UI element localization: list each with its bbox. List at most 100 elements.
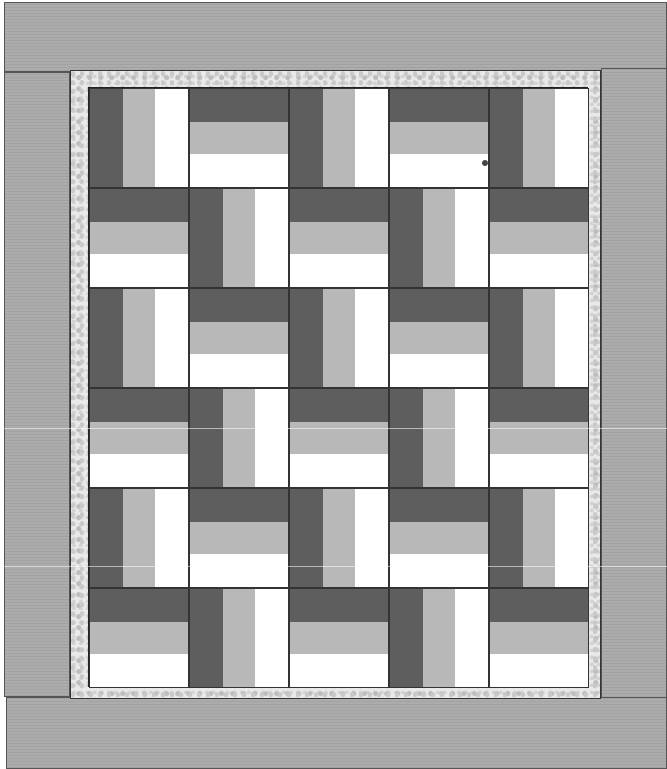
light-stripe <box>390 154 488 187</box>
mid-stripe <box>223 189 256 287</box>
mid-stripe <box>90 422 188 455</box>
quilt-block-horizontal <box>189 488 289 588</box>
mid-stripe <box>190 122 288 155</box>
light-stripe <box>155 489 188 587</box>
image-speck <box>482 160 488 166</box>
dark-stripe <box>490 189 588 222</box>
mid-stripe <box>223 589 256 687</box>
mid-stripe <box>290 222 388 255</box>
mid-stripe <box>123 89 156 187</box>
dark-stripe <box>390 389 423 487</box>
quilt-block-vertical <box>489 88 589 188</box>
mid-stripe <box>123 489 156 587</box>
quilt-block-horizontal <box>489 388 589 488</box>
outer-border-bottom <box>6 697 667 769</box>
light-stripe <box>490 254 588 287</box>
light-stripe <box>490 654 588 687</box>
light-stripe <box>155 89 188 187</box>
scan-line <box>0 428 667 429</box>
dark-stripe <box>190 389 223 487</box>
outer-border-right <box>601 68 667 698</box>
light-stripe <box>155 289 188 387</box>
light-stripe <box>455 589 488 687</box>
mid-stripe <box>123 289 156 387</box>
dark-stripe <box>90 289 123 387</box>
mid-stripe <box>290 422 388 455</box>
mid-stripe <box>223 389 256 487</box>
quilt-block-grid <box>88 87 588 687</box>
quilt-block-vertical <box>89 488 189 588</box>
dark-stripe <box>90 89 123 187</box>
outer-border-top <box>4 2 667 72</box>
light-stripe <box>290 254 388 287</box>
light-stripe <box>355 89 388 187</box>
quilt-block-horizontal <box>489 588 589 688</box>
mid-stripe <box>523 289 556 387</box>
dark-stripe <box>90 489 123 587</box>
dark-stripe <box>390 89 488 122</box>
mid-stripe <box>523 89 556 187</box>
light-stripe <box>390 354 488 387</box>
dark-stripe <box>190 489 288 522</box>
dark-stripe <box>290 389 388 422</box>
scan-line <box>0 566 667 567</box>
mid-stripe <box>390 322 488 355</box>
mid-stripe <box>423 589 456 687</box>
light-stripe <box>255 589 288 687</box>
dark-stripe <box>390 289 488 322</box>
mid-stripe <box>423 389 456 487</box>
mid-stripe <box>323 489 356 587</box>
mid-stripe <box>290 622 388 655</box>
mid-stripe <box>490 622 588 655</box>
dark-stripe <box>390 189 423 287</box>
mid-stripe <box>190 522 288 555</box>
outer-border-left <box>4 72 70 697</box>
light-stripe <box>555 89 588 187</box>
light-stripe <box>90 454 188 487</box>
quilt-block-horizontal <box>189 88 289 188</box>
dark-stripe <box>190 189 223 287</box>
quilt-block-vertical <box>189 388 289 488</box>
mid-stripe <box>523 489 556 587</box>
mid-stripe <box>490 222 588 255</box>
light-stripe <box>355 489 388 587</box>
quilt-block-vertical <box>389 588 489 688</box>
quilt-block-vertical <box>189 188 289 288</box>
quilt-block-vertical <box>289 88 389 188</box>
quilt-block-horizontal <box>289 588 389 688</box>
quilt-block-vertical <box>489 488 589 588</box>
dark-stripe <box>90 189 188 222</box>
quilt-block-vertical <box>389 188 489 288</box>
quilt-block-vertical <box>89 288 189 388</box>
quilt-block-vertical <box>289 488 389 588</box>
mid-stripe <box>390 122 488 155</box>
light-stripe <box>555 289 588 387</box>
light-stripe <box>90 254 188 287</box>
quilt-block-horizontal <box>389 288 489 388</box>
dark-stripe <box>490 389 588 422</box>
mid-stripe <box>423 189 456 287</box>
light-stripe <box>455 189 488 287</box>
dark-stripe <box>290 289 323 387</box>
dark-stripe <box>490 589 588 622</box>
light-stripe <box>490 454 588 487</box>
quilt-block-horizontal <box>289 188 389 288</box>
quilt-block-horizontal <box>389 88 489 188</box>
light-stripe <box>255 389 288 487</box>
light-stripe <box>555 489 588 587</box>
light-stripe <box>390 554 488 587</box>
dark-stripe <box>490 89 523 187</box>
mid-stripe <box>323 89 356 187</box>
light-stripe <box>255 189 288 287</box>
dark-stripe <box>490 489 523 587</box>
light-stripe <box>290 454 388 487</box>
dark-stripe <box>290 89 323 187</box>
quilt-block-horizontal <box>89 188 189 288</box>
light-stripe <box>190 154 288 187</box>
quilt-block-vertical <box>189 588 289 688</box>
dark-stripe <box>390 489 488 522</box>
dark-stripe <box>390 589 423 687</box>
quilt-block-vertical <box>289 288 389 388</box>
dark-stripe <box>490 289 523 387</box>
